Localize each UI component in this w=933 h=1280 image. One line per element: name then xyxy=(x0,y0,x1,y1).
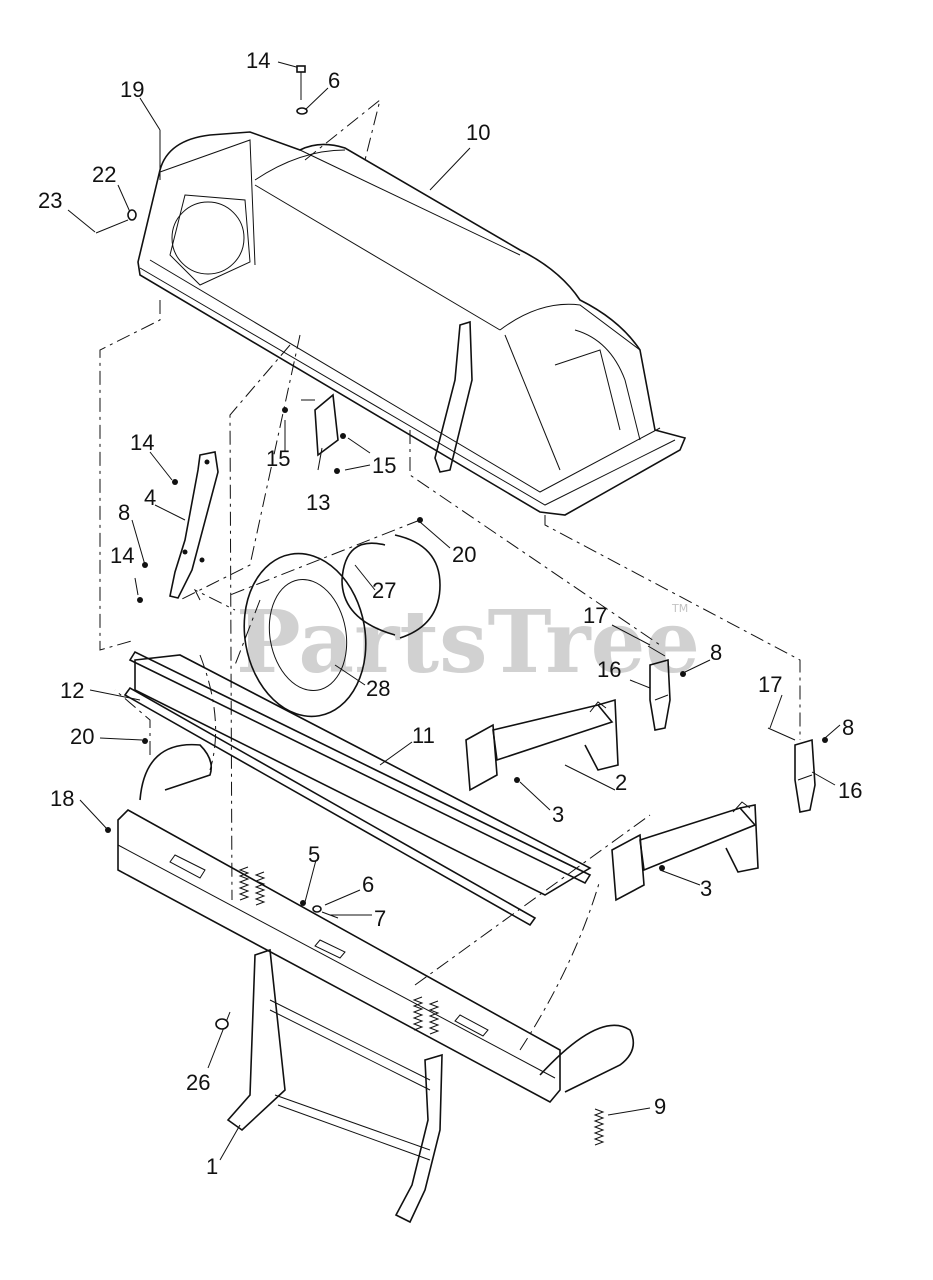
right-cover-bracket xyxy=(434,320,473,473)
part-12-bar xyxy=(123,650,592,927)
callout-5: 5 xyxy=(308,842,320,867)
callout-19: 19 xyxy=(120,77,144,102)
callout-6: 6 xyxy=(328,68,340,93)
callout-3: 3 xyxy=(552,802,564,827)
callout-9: 9 xyxy=(654,1094,666,1119)
callout-15: 15 xyxy=(266,446,290,471)
callout-20: 20 xyxy=(70,724,94,749)
callout-28: 28 xyxy=(366,676,390,701)
callout-16: 16 xyxy=(838,778,862,803)
watermark: PartsTree xyxy=(236,592,700,693)
callout-6: 6 xyxy=(362,872,374,897)
callout-14: 14 xyxy=(110,543,134,568)
callout-27: 27 xyxy=(372,578,396,603)
part-16-latch-a xyxy=(649,658,671,731)
callout-2: 2 xyxy=(615,770,627,795)
part-13-plate xyxy=(314,393,339,457)
callout-14: 14 xyxy=(246,48,270,73)
callout-13: 13 xyxy=(306,490,330,515)
callout-18: 18 xyxy=(50,786,74,811)
callout-10: 10 xyxy=(466,120,490,145)
callout-4: 4 xyxy=(144,485,156,510)
callout-8: 8 xyxy=(710,640,722,665)
part-18-frame xyxy=(117,743,635,1104)
callout-15: 15 xyxy=(372,453,396,478)
callout-26: 26 xyxy=(186,1070,210,1095)
callout-20: 20 xyxy=(452,542,476,567)
assembly-lines xyxy=(99,98,801,1051)
part-4-left-bracket xyxy=(169,451,219,599)
callout-23: 23 xyxy=(38,188,62,213)
part-9-spring xyxy=(593,1108,605,1146)
springs-on-frame xyxy=(238,866,440,1035)
part-2-arm-lower xyxy=(611,801,759,902)
callout-17: 17 xyxy=(583,603,607,628)
callout-7: 7 xyxy=(374,906,386,931)
callout-8: 8 xyxy=(842,715,854,740)
part-2-arm-upper xyxy=(465,698,619,792)
part-27-seal xyxy=(341,534,441,639)
callout-3: 3 xyxy=(700,876,712,901)
callout-8: 8 xyxy=(118,500,130,525)
part-1-hitch-frame xyxy=(226,948,443,1224)
part-10-catcher-cover xyxy=(137,131,687,516)
callout-16: 16 xyxy=(597,657,621,682)
callout-17: 17 xyxy=(758,672,782,697)
callout-1: 1 xyxy=(206,1154,218,1179)
fasteners xyxy=(95,65,828,1030)
callout-22: 22 xyxy=(92,162,116,187)
leader-lines xyxy=(67,61,841,1161)
callout-labels: 14 6 19 10 22 23 14 15 15 4 13 8 20 14 2… xyxy=(38,48,862,1179)
callout-11: 11 xyxy=(412,723,435,748)
part-28-ring xyxy=(243,552,367,718)
callout-14: 14 xyxy=(130,430,154,455)
part-16-latch-b xyxy=(794,738,816,813)
callout-12: 12 xyxy=(60,678,84,703)
watermark-trademark: TM xyxy=(671,602,688,615)
